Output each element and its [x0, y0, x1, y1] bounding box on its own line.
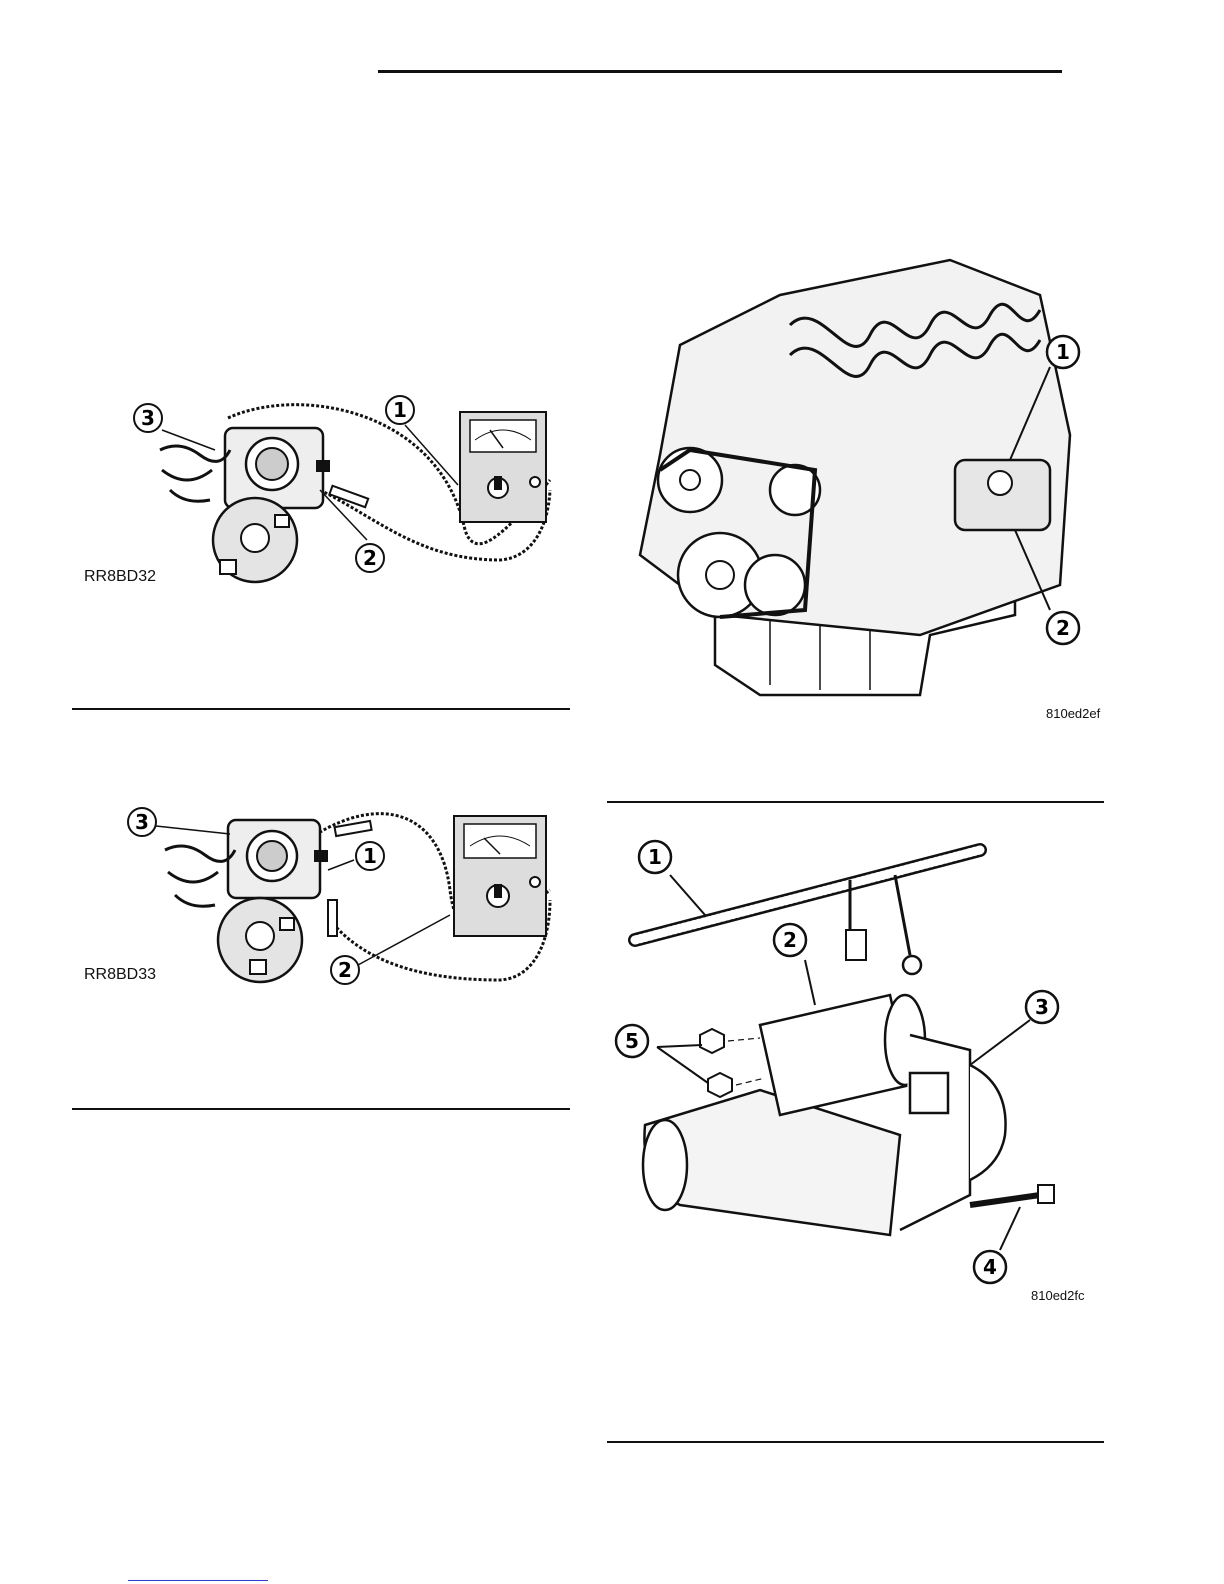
starter-exploded-figure: 1 2 3 4 5	[610, 835, 1100, 1285]
callout-3: 3	[135, 810, 149, 834]
footer-link-underline[interactable]	[128, 1580, 268, 1581]
callout-1: 1	[363, 844, 377, 868]
callout-4: 4	[983, 1255, 997, 1279]
engine-starter-location-figure: 1 2	[620, 255, 1110, 700]
callout-2: 2	[363, 546, 377, 570]
figure-4-bottom-rule	[607, 1441, 1104, 1443]
callout-5: 5	[625, 1029, 639, 1053]
callout-2: 2	[338, 958, 352, 982]
callout-3: 3	[141, 406, 155, 430]
figure-code-810ed2ef: 810ed2ef	[1046, 706, 1100, 721]
header-rule	[378, 70, 1062, 73]
figure-code-810ed2fc: 810ed2fc	[1031, 1288, 1085, 1303]
callout-1: 1	[1056, 340, 1070, 364]
callout-1: 1	[648, 845, 662, 869]
figure-3-bottom-rule	[607, 801, 1104, 803]
figure-code-rr8bd32: RR8BD32	[84, 568, 156, 586]
callout-2: 2	[1056, 616, 1070, 640]
callout-3: 3	[1035, 995, 1049, 1019]
figure-1-bottom-rule	[72, 708, 570, 710]
callout-2: 2	[783, 928, 797, 952]
figure-code-rr8bd33: RR8BD33	[84, 966, 156, 984]
figure-2-bottom-rule	[72, 1108, 570, 1110]
callout-1: 1	[393, 398, 407, 422]
